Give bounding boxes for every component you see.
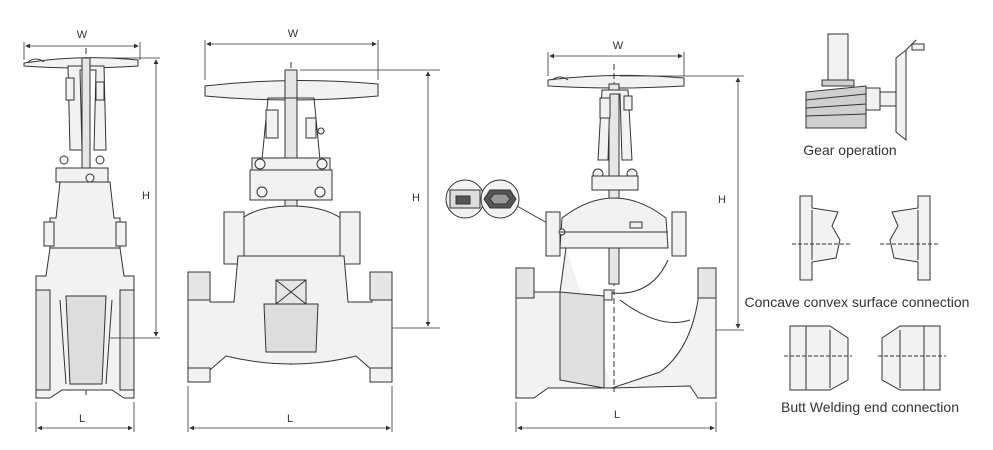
caption-butt-welding: Butt Welding end connection [781,399,959,415]
handwheel [23,57,139,69]
dim-label-l-3: L [614,409,620,421]
handwheel [547,74,685,89]
gate-wedge [263,303,319,353]
caption-gear-operation: Gear operation [803,142,896,158]
concave-convex-drawing [792,195,938,281]
bonnet [49,181,121,249]
valve-front-view [187,62,393,383]
dimension-lines-view-3 [515,52,744,432]
dim-label-w-3: W [613,40,624,52]
valve-cutaway-view [515,64,717,399]
dim-label-h-2: H [412,192,420,204]
butt-welding-drawing [784,325,946,391]
seal-detail-callout [445,179,557,229]
valve-section-view-1 [23,48,139,399]
bonnet [233,205,351,257]
dim-label-h-3: H [718,194,726,206]
dim-label-l-1: L [79,413,85,425]
dim-label-h-1: H [142,190,150,202]
dim-label-l-2: L [287,413,293,425]
caption-concave-convex: Concave convex surface connection [745,294,970,310]
bonnet [559,197,669,249]
dim-label-w-2: W [288,28,299,40]
dimension-lines-view-1 [23,42,160,432]
dimension-lines-view-2 [187,40,440,432]
gate-wedge [65,295,107,385]
dim-label-w-1: W [77,29,88,41]
gear-operation-drawing [805,33,925,142]
